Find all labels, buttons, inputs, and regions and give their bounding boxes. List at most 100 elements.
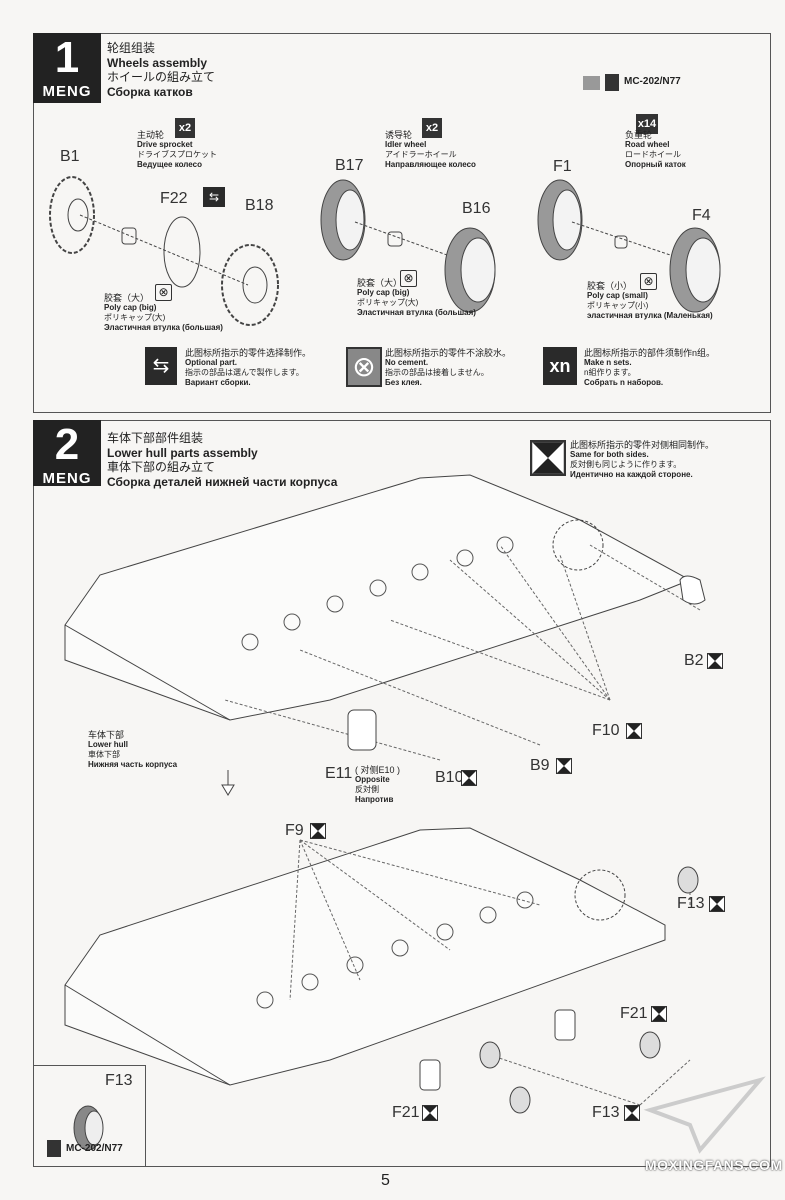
part-b16: B16 — [462, 200, 491, 217]
title-cn: 轮组组装 — [107, 41, 156, 55]
inset-box — [33, 1065, 146, 1166]
label-jp: 反対側 — [355, 785, 379, 794]
label-cn: 诱导轮 — [385, 130, 413, 140]
label-ru: Эластичная втулка (большая) — [357, 308, 476, 317]
legend-en: Optional part. — [185, 358, 237, 367]
part-f13: F13 — [677, 895, 705, 912]
step2-title: 车体下部部件组装 Lower hull parts assembly 車体下部の… — [107, 431, 337, 489]
road-wheel-label: 负重轮 Road wheel ロードホイール Опорный каток — [625, 130, 686, 170]
optional-part-icon: ⇆ — [203, 187, 225, 207]
make-n-sets-icon: xn — [543, 347, 577, 385]
step-number: 2 — [54, 420, 80, 469]
label-ru: Идентично на каждой стороне. — [570, 470, 693, 479]
title-cn: 车体下部部件组装 — [107, 431, 204, 445]
part-b18: B18 — [245, 197, 274, 214]
label-en: Poly cap (small) — [587, 291, 648, 300]
label-ru: Напротив — [355, 795, 394, 804]
poly-cap-big-label: 胶套（大） Poly cap (big) ポリキャップ(大) Эластична… — [357, 278, 476, 318]
label-en: Same for both sides. — [570, 450, 649, 459]
label-cn: 车体下部 — [88, 730, 125, 740]
label-cn: 胶套（大） — [357, 278, 403, 288]
label-en: Lower hull — [88, 740, 128, 749]
part-b17: B17 — [335, 157, 364, 174]
part-b10: B10 — [435, 769, 464, 786]
label-jp: 反対側も同じように作ります。 — [570, 460, 682, 469]
legend-optional: 此图标所指示的零件选择制作。 Optional part. 指示の部品は選んで製… — [185, 348, 311, 388]
part-e11: E11 — [325, 765, 353, 782]
label-jp: ポリキャップ(大) — [104, 313, 166, 322]
step1-title: 轮组组装 Wheels assembly ホイールの組み立て Сборка ка… — [107, 41, 215, 99]
label-cn: 此图标所指示的零件对侧相同制作。 — [570, 440, 715, 450]
color-swatch-icon — [583, 76, 600, 90]
label-ru: Ведущее колесо — [137, 160, 202, 169]
lower-hull-label: 车体下部 Lower hull 車体下部 Нижняя часть корпус… — [88, 730, 177, 770]
watermark: MOXINGFANS.COM — [645, 1157, 783, 1173]
step-number: 1 — [54, 33, 80, 82]
label-jp: 車体下部 — [88, 750, 120, 759]
part-f9: F9 — [285, 822, 304, 839]
legend-en: No cement. — [385, 358, 429, 367]
legend-cn: 此图标所指示的零件不涂胶水。 — [385, 348, 512, 358]
paint-code: MC-202/N77 — [624, 76, 681, 87]
label-en: Drive sprocket — [137, 140, 193, 149]
paint-brush-icon — [47, 1140, 61, 1157]
part-f22: F22 — [160, 190, 188, 207]
same-both-sides-label: 此图标所指示的零件对侧相同制作。 Same for both sides. 反対… — [570, 440, 714, 480]
part-b2: B2 — [684, 652, 704, 669]
part-b9: B9 — [530, 757, 550, 774]
part-f13: F13 — [105, 1072, 133, 1089]
no-cement-icon: ⊗ — [400, 270, 417, 287]
label-en: Poly cap (big) — [104, 303, 157, 312]
title-en: Wheels assembly — [107, 55, 208, 70]
label-ru: Направляющее колесо — [385, 160, 476, 169]
legend-ru: Собрать n наборов. — [584, 378, 664, 387]
label-ru: эластичная втулка (Маленькая) — [587, 311, 713, 320]
label-cn: 胶套（大） — [104, 293, 150, 303]
label-ru: Эластичная втулка (большая) — [104, 323, 223, 332]
title-ru: Сборка деталей нижней части корпуса — [107, 474, 338, 489]
label-jp: ポリキャップ(大) — [357, 298, 419, 307]
label-ru: Опорный каток — [625, 160, 686, 169]
title-jp: ホイールの組み立て — [107, 70, 216, 84]
legend-ru: Вариант сборки. — [185, 378, 251, 387]
legend-en: Make n sets. — [584, 358, 632, 367]
legend-no-cement: 此图标所指示的零件不涂胶水。 No cement. 指示の部品は接着しません。 … — [385, 348, 511, 388]
page-number: 5 — [381, 1172, 390, 1189]
qty-badge: x14 — [636, 114, 658, 134]
step1-panel — [33, 33, 771, 413]
label-jp: アイドラーホイール — [385, 150, 457, 159]
optional-part-icon: ⇆ — [145, 347, 177, 385]
step2-badge: 2 MENG — [33, 420, 101, 487]
step1-badge: 1 MENG — [33, 33, 101, 103]
e11-opposite-label: ( 对侧E10 ) Opposite 反対側 Напротив — [355, 765, 400, 805]
legend-jp: 指示の部品は接着しません。 — [385, 368, 489, 377]
legend-cn: 此图标所指示的零件选择制作。 — [185, 348, 312, 358]
label-jp: ポリキャップ(小) — [587, 301, 649, 310]
title-en: Lower hull parts assembly — [107, 445, 258, 460]
label-en: Poly cap (big) — [357, 288, 410, 297]
qty-badge: x2 — [422, 118, 442, 138]
label-en: Road wheel — [625, 140, 670, 149]
part-f10: F10 — [592, 722, 620, 739]
part-f13: F13 — [592, 1104, 620, 1121]
label-en: Idler wheel — [385, 140, 427, 149]
part-f21: F21 — [392, 1104, 420, 1121]
poly-cap-big-label: 胶套（大） Poly cap (big) ポリキャップ(大) Эластична… — [104, 293, 223, 333]
no-cement-icon: ⊗ — [346, 347, 382, 387]
title-jp: 車体下部の組み立て — [107, 460, 216, 474]
paint-code: MC-202/N77 — [66, 1143, 123, 1154]
legend-make-n-sets: 此图标所指示的部件须制作n组。 Make n sets. n組作ります。 Соб… — [584, 348, 715, 388]
part-f21: F21 — [620, 1005, 648, 1022]
part-b1: B1 — [60, 148, 80, 165]
legend-jp: n組作ります。 — [584, 368, 636, 377]
part-f4: F4 — [692, 207, 711, 224]
label-cn: 负重轮 — [625, 130, 653, 140]
note-cn: ( 对侧E10 ) — [355, 765, 401, 775]
title-ru: Сборка катков — [107, 84, 193, 99]
label-en: Opposite — [355, 775, 390, 784]
no-cement-icon: ⊗ — [640, 273, 657, 290]
step2-panel — [33, 420, 771, 1167]
